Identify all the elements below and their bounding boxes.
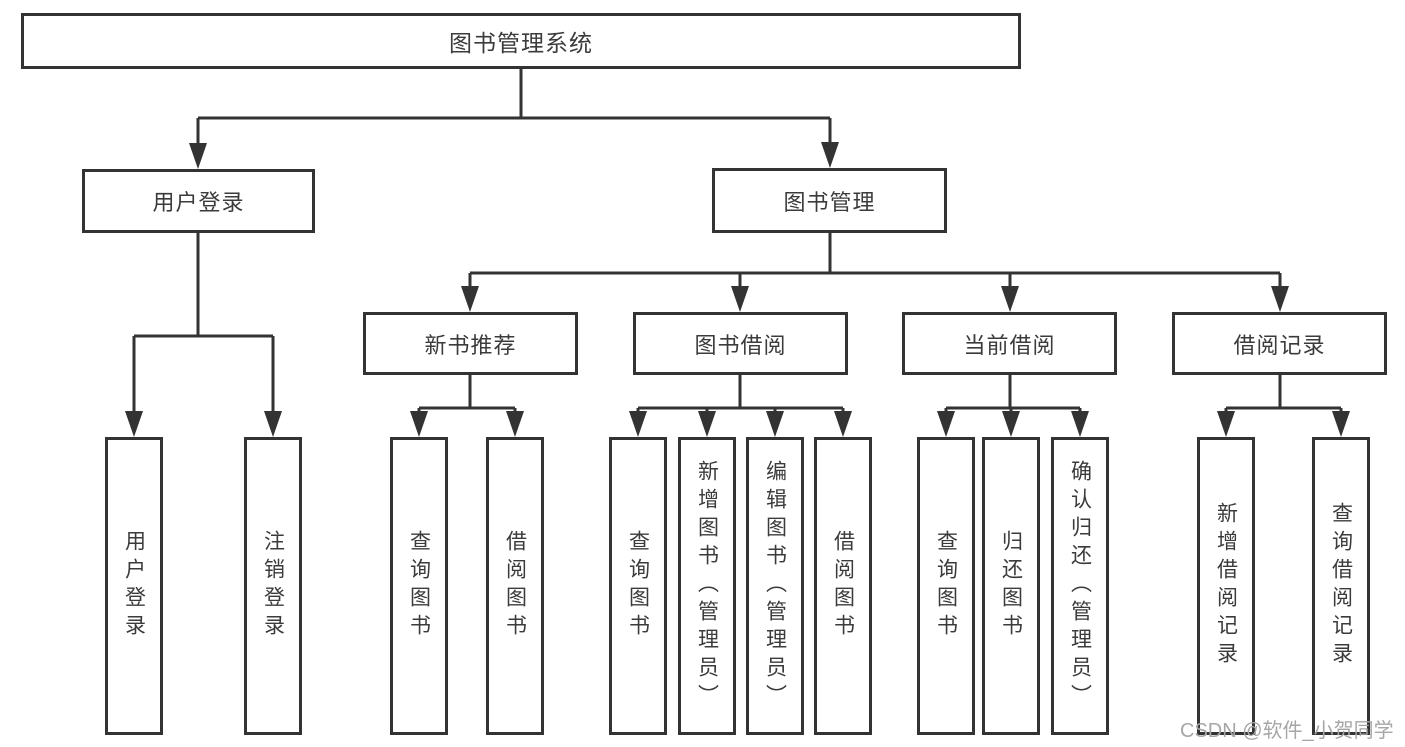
node-leaf-query-borrow-record: 查询借阅记录 (1312, 437, 1370, 735)
leaf-label: 注销登录 (261, 530, 285, 642)
leaf-label: 确认归还（管理员） (1068, 460, 1092, 712)
node-leaf-query-books-current: 查询图书 (917, 437, 975, 735)
leaf-label: 新增借阅记录 (1214, 502, 1238, 670)
connector-root-to-level2 (189, 69, 839, 169)
node-leaf-user-login: 用户登录 (105, 437, 163, 735)
node-leaf-logout-login: 注销登录 (244, 437, 302, 735)
connector-book-mgmt-children (461, 233, 1289, 312)
leaf-label: 编辑图书（管理员） (763, 460, 787, 712)
node-user-login: 用户登录 (82, 169, 315, 233)
connector-book-borrow-children (629, 375, 852, 437)
node-current-borrow: 当前借阅 (902, 312, 1117, 375)
node-book-management: 图书管理 (712, 168, 947, 233)
leaf-label: 借阅图书 (831, 530, 855, 642)
node-root-library-system: 图书管理系统 (21, 13, 1021, 69)
connector-new-book-rec-children (410, 375, 524, 437)
connector-current-borrow-children (937, 375, 1089, 437)
node-leaf-add-books-admin: 新增图书（管理员） (678, 437, 736, 735)
node-leaf-query-books-rec: 查询图书 (390, 437, 448, 735)
node-leaf-borrow-books-rec: 借阅图书 (486, 437, 544, 735)
connector-user-login-children (125, 233, 282, 437)
leaf-label: 查询图书 (407, 530, 431, 642)
node-leaf-return-books: 归还图书 (982, 437, 1040, 735)
leaf-label: 查询图书 (626, 530, 650, 642)
leaf-label: 归还图书 (999, 530, 1023, 642)
node-borrow-record: 借阅记录 (1172, 312, 1387, 375)
leaf-label: 查询借阅记录 (1329, 502, 1353, 670)
leaf-label: 借阅图书 (503, 530, 527, 642)
node-leaf-edit-books-admin: 编辑图书（管理员） (746, 437, 804, 735)
leaf-label: 用户登录 (122, 530, 146, 642)
connector-borrow-record-children (1217, 375, 1350, 437)
leaf-label: 查询图书 (934, 530, 958, 642)
node-new-book-recommend: 新书推荐 (363, 312, 578, 375)
node-book-borrow: 图书借阅 (633, 312, 848, 375)
csdn-watermark: CSDN @软件_小贺同学 (1180, 720, 1394, 742)
leaf-label: 新增图书（管理员） (695, 460, 719, 712)
node-leaf-query-books-borrow: 查询图书 (609, 437, 667, 735)
node-leaf-borrow-books: 借阅图书 (814, 437, 872, 735)
node-leaf-confirm-return-admin: 确认归还（管理员） (1051, 437, 1109, 735)
node-leaf-add-borrow-record: 新增借阅记录 (1197, 437, 1255, 735)
